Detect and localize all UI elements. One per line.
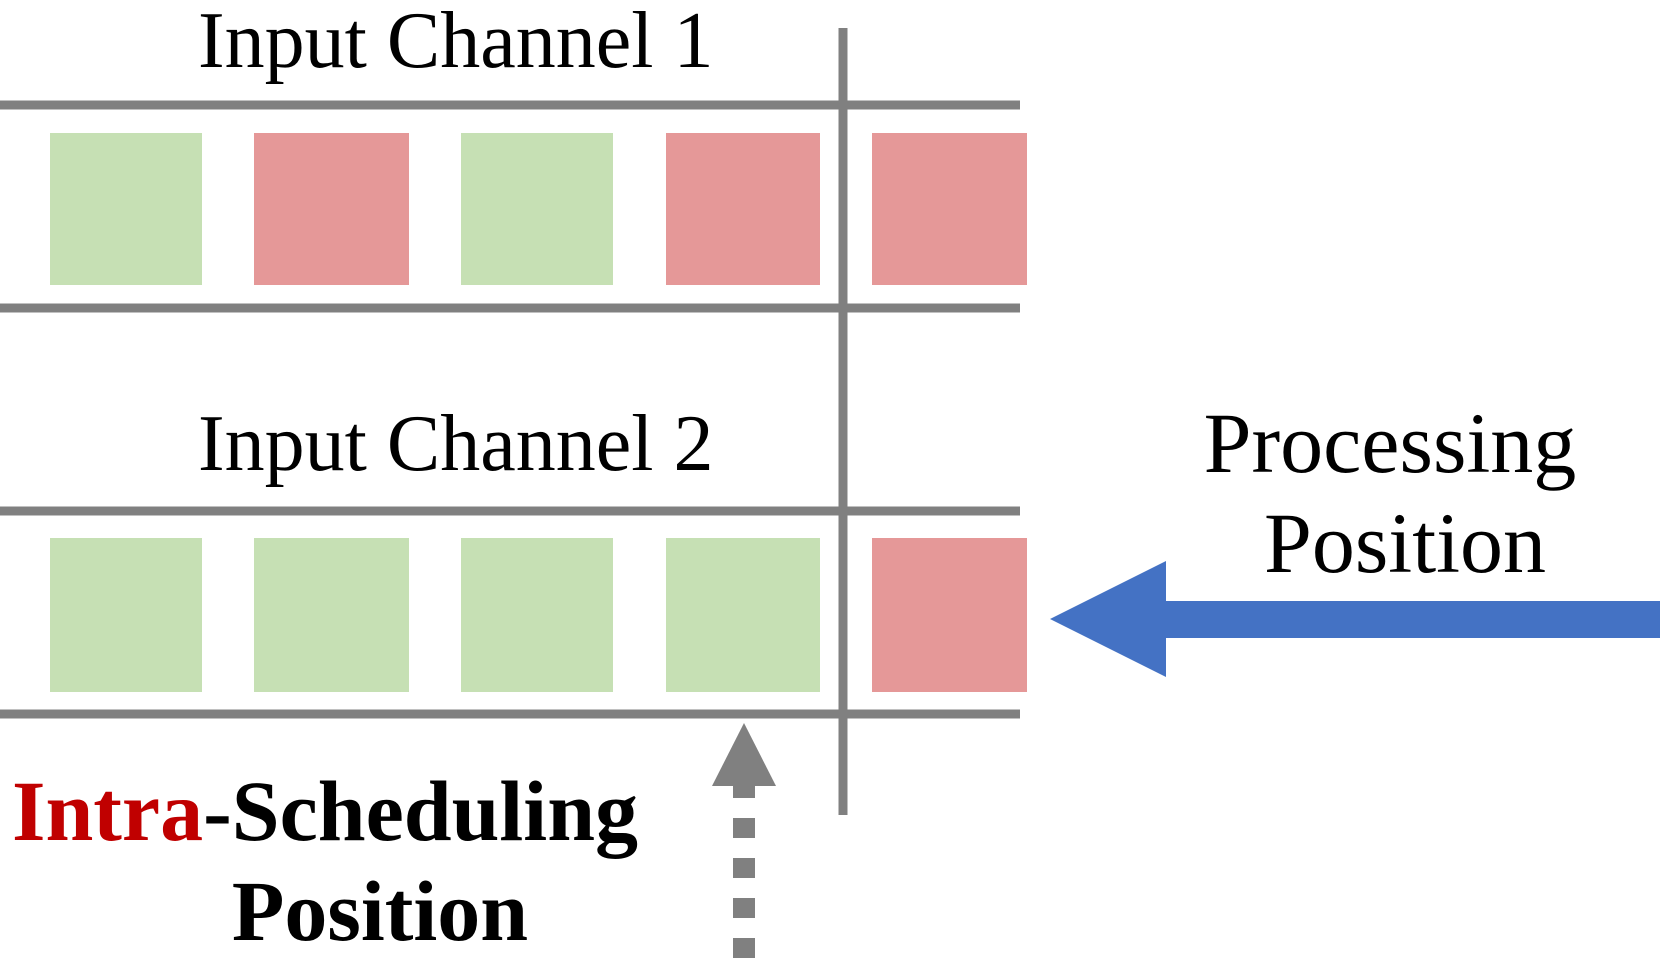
channel-1-cell-3-green	[461, 133, 613, 285]
input-channel-1: Input Channel 1	[0, 0, 1027, 313]
intra-scheduling-label-line1: Intra-Scheduling	[12, 763, 638, 859]
channel-2-cell-4-green	[666, 538, 820, 692]
channel-1-cell-2-red	[254, 133, 409, 285]
channel-1-cell-1-green	[50, 133, 202, 285]
channel-1-cell-5-red	[872, 133, 1027, 285]
channel-1-cell-4-red	[666, 133, 820, 285]
processing-position-label-line1: Processing	[1204, 395, 1577, 491]
input-channel-2: Input Channel 2	[0, 400, 1027, 719]
intra-scheduling-label-line2: Position	[232, 863, 528, 959]
channel-2-cell-5-red	[872, 538, 1027, 692]
channel-2-cell-1-green	[50, 538, 202, 692]
intra-scheduling-arrow-icon	[712, 723, 776, 972]
intra-prefix: Intra	[12, 763, 203, 859]
processing-position-label-line2: Position	[1264, 495, 1546, 591]
channel-2-cell-2-green	[254, 538, 409, 692]
channel-1-title: Input Channel 1	[198, 0, 713, 85]
channel-2-cells	[50, 538, 1027, 692]
processing-position-arrow-icon	[1050, 561, 1660, 677]
channel-2-cell-3-green	[461, 538, 613, 692]
channel-2-title: Input Channel 2	[198, 400, 713, 488]
intra-suffix: -Scheduling	[203, 763, 638, 859]
processing-arrow-head	[1050, 561, 1166, 677]
intra-arrow-head	[712, 723, 776, 786]
channel-1-cells	[50, 133, 1027, 285]
processing-arrow-shaft	[1160, 601, 1660, 638]
